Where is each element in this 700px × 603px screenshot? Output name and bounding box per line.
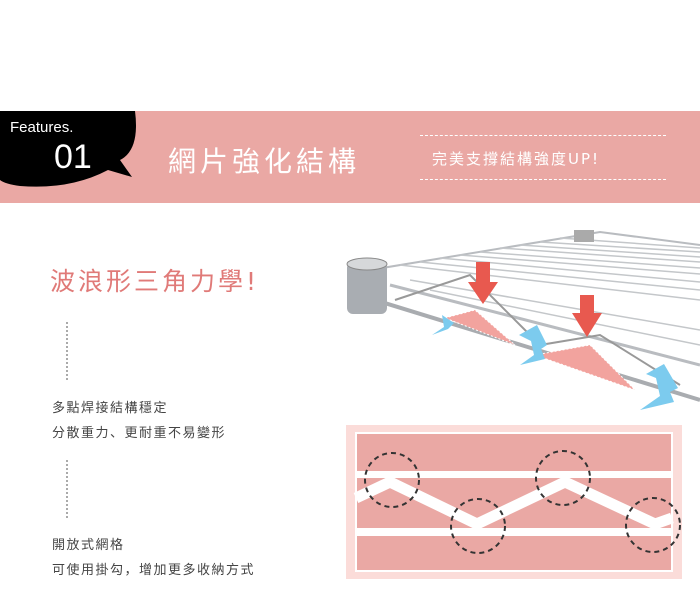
arrow-up-icon bbox=[432, 315, 678, 410]
dotted-divider bbox=[66, 460, 68, 518]
feature-title: 網片強化結構 bbox=[168, 145, 361, 178]
point2-line2: 可使用掛勾，增加更多收納方式 bbox=[52, 563, 256, 578]
point1-line1: 多點焊接結構穩定 bbox=[52, 401, 169, 416]
feature-number: 01 bbox=[54, 138, 92, 176]
feature-subtitle: 完美支撐結構強度UP! bbox=[432, 150, 601, 168]
features-label: Features. bbox=[10, 119, 74, 136]
dotted-divider bbox=[66, 322, 68, 380]
point2-text: 開放式網格 可使用掛勾，增加更多收納方式 bbox=[52, 533, 255, 583]
section-heading: 波浪形三角力學! bbox=[50, 267, 260, 296]
point1-text: 多點焊接結構穩定 分散重力、更耐重不易變形 bbox=[52, 396, 226, 446]
speech-bubble bbox=[0, 111, 136, 187]
divider bbox=[420, 179, 666, 180]
divider bbox=[420, 135, 666, 136]
point2-line1: 開放式網格 bbox=[52, 538, 125, 553]
point1-line2: 分散重力、更耐重不易變形 bbox=[52, 426, 227, 441]
arrow-down-icon bbox=[468, 262, 602, 337]
